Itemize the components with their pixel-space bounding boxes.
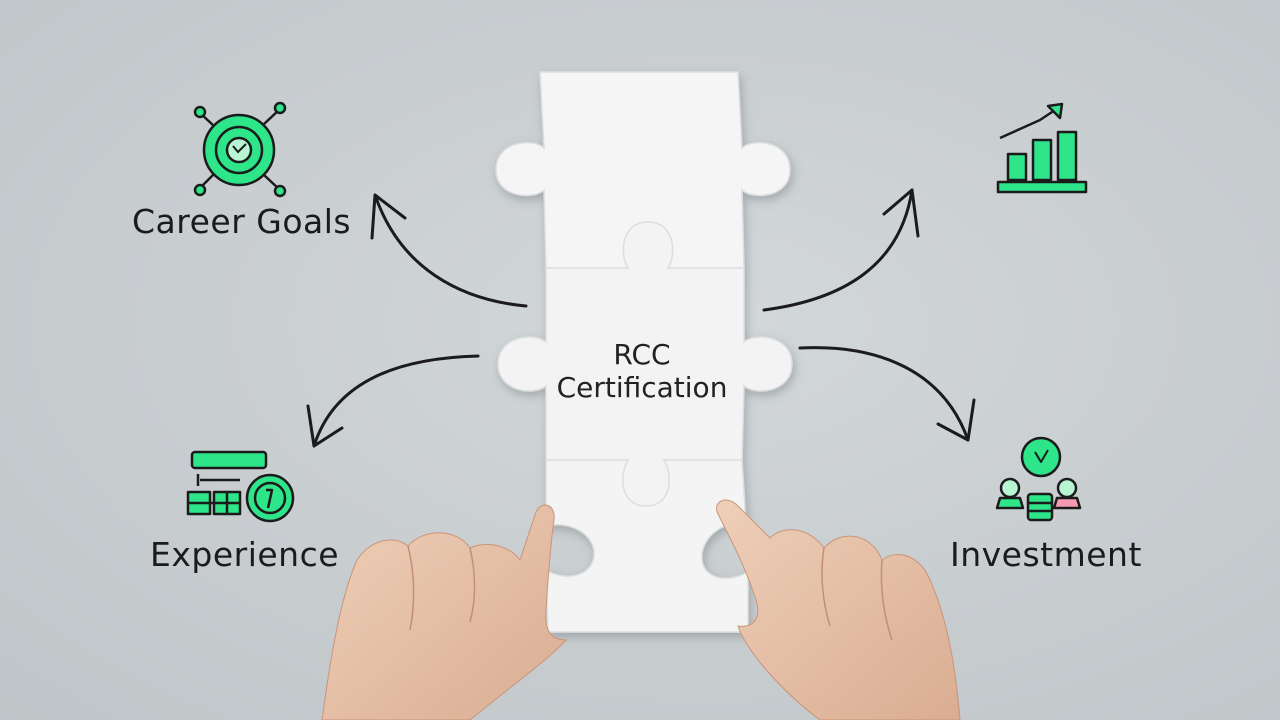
target-icon [193,101,287,198]
investor-group-icon [995,436,1082,522]
arrow-to-experience [306,354,480,448]
right-hand [716,499,961,720]
puzzle-strip [495,71,793,633]
center-line-2: Certification [556,371,728,405]
rcc-certification-label: RCC Certification [542,338,742,404]
puzzle-piece-bottom [545,459,749,633]
experience-label: Experience [150,535,340,574]
center-line-1: RCC [613,338,671,371]
finance-icon [186,450,295,523]
investment-label: Investment [950,535,1142,574]
left-hand [321,504,568,720]
bar-chart-icon [996,102,1088,194]
arrow-to-growth [762,188,920,312]
arrow-to-investment [798,346,976,442]
arrow-to-career-goals [370,193,528,308]
career-goals-label: Career Goals [132,202,352,241]
